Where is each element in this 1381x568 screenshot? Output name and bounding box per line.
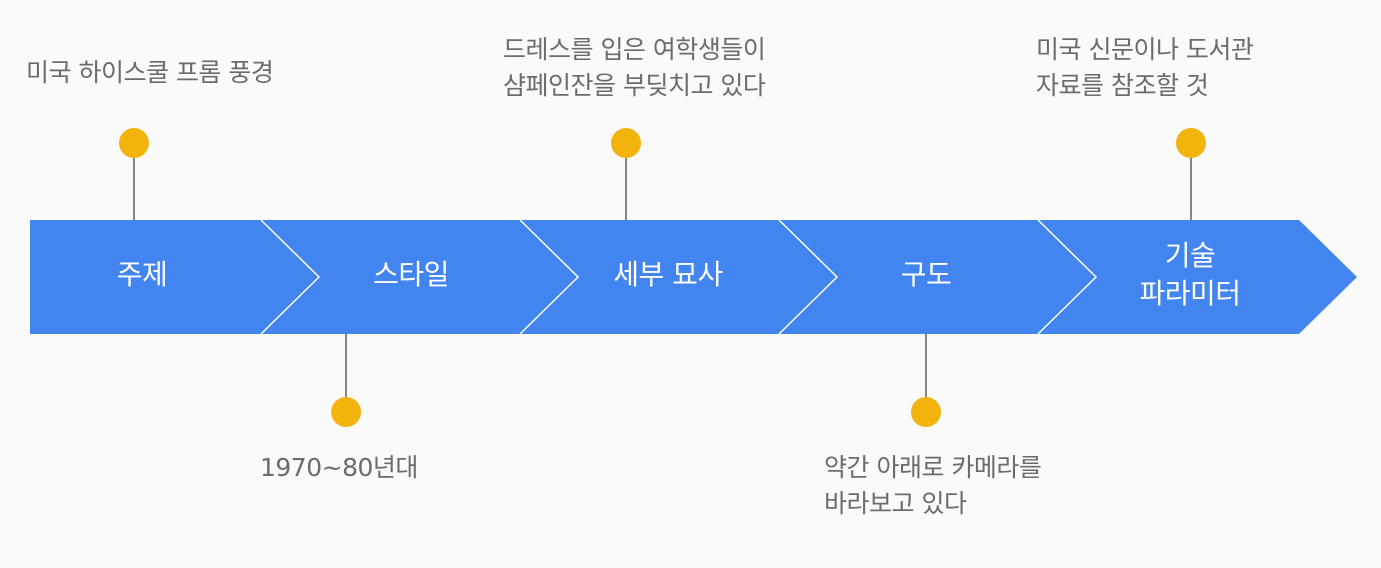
annotation-composition: 약간 아래로 카메라를 바라보고 있다: [824, 453, 1042, 518]
chevron-separators: [260, 219, 1098, 335]
step-label-composition: 구도: [900, 258, 952, 291]
marker-dot: [1176, 128, 1206, 158]
step-label-style: 스타일: [373, 258, 449, 291]
annotation-technical-parameters: 미국 신문이나 도서관 자료를 참조할 것: [1036, 35, 1254, 100]
annotation-subject: 미국 하이스쿨 프롬 풍경: [26, 58, 274, 87]
annotation-style: 1970~80년대: [260, 453, 418, 482]
chevron-separator: [260, 219, 321, 335]
timeline-band: [30, 220, 1357, 334]
chevron-separator: [778, 219, 839, 335]
chevron-separator: [519, 219, 580, 335]
marker-dot: [911, 397, 941, 427]
step-label-technical-parameters: 기술 파라미터: [1139, 239, 1241, 310]
marker-dot: [331, 397, 361, 427]
chevron-separator: [1037, 219, 1098, 335]
marker-dot: [119, 128, 149, 158]
annotation-details: 드레스를 입은 여학생들이 샴페인잔을 부딪치고 있다: [503, 35, 766, 100]
marker-dots: [119, 128, 1206, 427]
step-label-subject: 주제: [116, 258, 168, 291]
marker-dot: [611, 128, 641, 158]
step-label-details: 세부 묘사: [613, 258, 723, 291]
